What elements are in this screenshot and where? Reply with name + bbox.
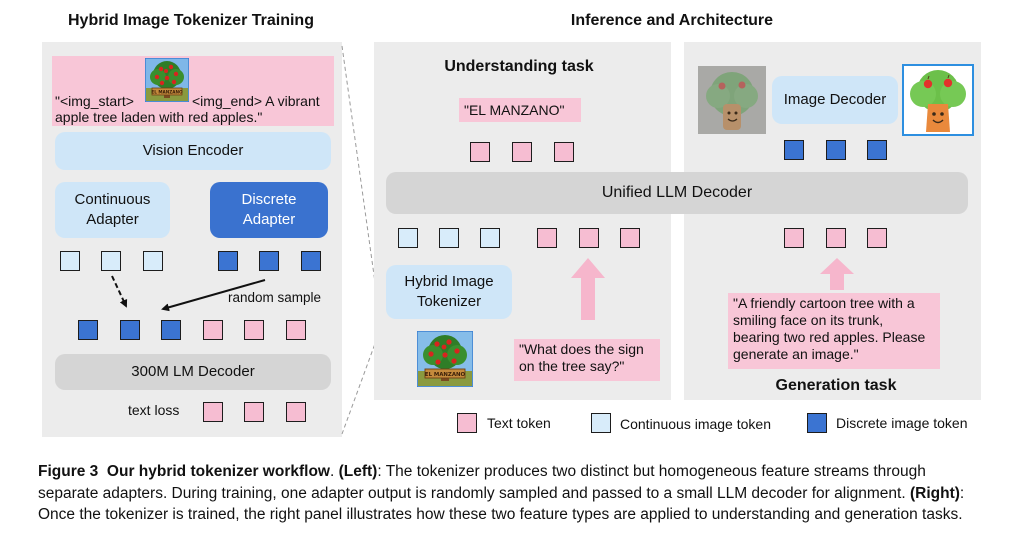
generation-task-title: Generation task <box>775 377 897 394</box>
question-box: "What does the sign on the tree say?" <box>514 339 660 381</box>
discrete-token <box>218 251 238 271</box>
apple-tree-sign-image: EL MANZANO <box>417 331 473 387</box>
continuous-adapter-line1: Continuous <box>74 191 151 208</box>
caption-left-tag: (Left) <box>338 463 378 480</box>
image-decoder: Image Decoder <box>772 76 898 124</box>
text-token <box>826 228 846 248</box>
text-token <box>470 142 490 162</box>
legend-continuous-token-label: Continuous image token <box>620 416 771 432</box>
text-token <box>537 228 557 248</box>
discrete-token <box>120 320 140 340</box>
continuous-adapter: Continuous Adapter <box>55 182 170 238</box>
discrete-adapter: Discrete Adapter <box>210 182 328 238</box>
right-title: Inference and Architecture <box>570 12 774 29</box>
caption-right-tag: (Right) <box>909 484 960 502</box>
left-title: Hybrid Image Tokenizer Training <box>68 12 314 29</box>
answer-el-manzano: "EL MANZANO" <box>459 98 581 122</box>
gen-prompt-line3: bearing two red apples. Please <box>733 329 926 345</box>
discrete-token <box>259 251 279 271</box>
noisy-tree-image <box>698 66 766 134</box>
up-arrow-icon <box>571 258 605 320</box>
discrete-token <box>161 320 181 340</box>
text-token <box>244 402 264 422</box>
continuous-token <box>439 228 459 248</box>
text-token <box>244 320 264 340</box>
continuous-token <box>480 228 500 248</box>
generated-tree-image <box>902 64 974 136</box>
random-sample-label: random sample <box>228 290 322 305</box>
text-token <box>286 320 306 340</box>
continuous-token <box>60 251 80 271</box>
up-arrow-icon <box>820 258 854 290</box>
thumbnail-sign-text: EL MANZANO <box>151 90 183 95</box>
prompt-part1: "<img_start> <box>55 93 134 109</box>
text-token <box>784 228 804 248</box>
text-token <box>203 320 223 340</box>
legend-text-token-label: Text token <box>487 415 551 431</box>
lm-decoder: 300M LM Decoder <box>55 354 331 390</box>
figure-label: Figure 3 <box>38 463 99 480</box>
discrete-token <box>867 140 887 160</box>
continuous-token <box>101 251 121 271</box>
prompt-part2: <img_end> A vibrant <box>192 93 320 109</box>
discrete-token <box>301 251 321 271</box>
gen-prompt-line4: generate an image." <box>733 346 859 362</box>
text-token <box>203 402 223 422</box>
legend-discrete-token-swatch <box>807 413 827 433</box>
text-token <box>579 228 599 248</box>
discrete-adapter-line2: Adapter <box>242 211 296 228</box>
gen-prompt-line2: smiling face on its trunk, <box>733 312 884 328</box>
discrete-token <box>784 140 804 160</box>
text-loss-label: text loss <box>128 402 180 418</box>
generation-prompt-box: "A friendly cartoon tree with a smiling … <box>728 293 940 369</box>
prompt-line2: apple tree laden with red apples." <box>55 109 263 125</box>
gen-prompt-line1: "A friendly cartoon tree with a <box>733 295 915 311</box>
discrete-adapter-line1: Discrete <box>241 191 297 208</box>
figure-title: Our hybrid tokenizer workflow <box>106 463 330 480</box>
hybrid-tokenizer-line2: Tokenizer <box>416 293 482 310</box>
caption-right-text: : Once the tokenizer is trained, the rig… <box>38 484 965 524</box>
text-token <box>286 402 306 422</box>
continuous-token <box>143 251 163 271</box>
question-line1: "What does the sign <box>519 341 644 357</box>
legend-continuous-token-swatch <box>591 413 611 433</box>
hybrid-tokenizer-line1: Hybrid Image <box>404 273 494 290</box>
text-token <box>620 228 640 248</box>
text-token <box>512 142 532 162</box>
continuous-adapter-line2: Adapter <box>86 211 139 228</box>
hybrid-image-tokenizer: Hybrid Image Tokenizer <box>386 265 512 319</box>
caption-left-text: : The tokenizer produces two distinct bu… <box>38 463 926 502</box>
legend-discrete-token-label: Discrete image token <box>836 415 968 431</box>
question-line2: on the tree say?" <box>519 358 625 374</box>
legend-text-token-swatch <box>457 413 477 433</box>
text-token <box>867 228 887 248</box>
apple-tree-thumbnail: EL MANZANO <box>145 58 189 102</box>
understanding-task-title: Understanding task <box>444 58 594 75</box>
figure-caption: Figure 3 Our hybrid tokenizer workflow. … <box>38 463 965 524</box>
text-token <box>554 142 574 162</box>
discrete-token <box>78 320 98 340</box>
vision-encoder: Vision Encoder <box>55 132 331 170</box>
continuous-token <box>398 228 418 248</box>
sign-text: EL MANZANO <box>425 372 466 378</box>
training-prompt-box <box>52 56 334 126</box>
discrete-token <box>826 140 846 160</box>
unified-llm-decoder: Unified LLM Decoder <box>386 172 968 214</box>
